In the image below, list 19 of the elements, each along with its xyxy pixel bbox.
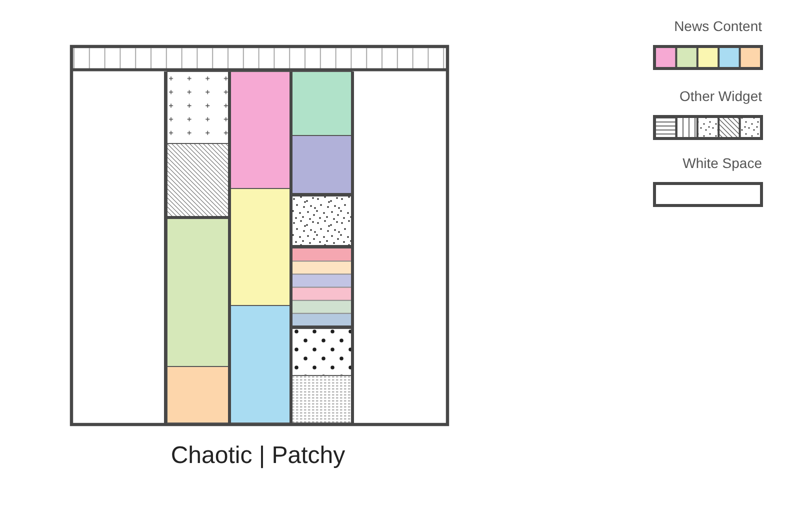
- widget-block: [292, 196, 352, 246]
- content-block: [292, 135, 352, 194]
- content-block: [230, 188, 292, 306]
- content-block: [230, 71, 292, 189]
- content-block: [230, 305, 292, 424]
- widget-block: [166, 71, 230, 144]
- content-block: [166, 366, 230, 424]
- widget-block: [292, 328, 352, 376]
- legend-label: White Space: [682, 155, 762, 172]
- widget-block: [166, 143, 230, 217]
- header-bar: [73, 48, 446, 72]
- page-frame: [70, 44, 450, 426]
- content-block: [166, 218, 230, 367]
- content-block: [292, 71, 352, 136]
- widget-block: [292, 375, 352, 424]
- legend-label: News Content: [674, 18, 762, 35]
- striped-widget: [292, 248, 352, 327]
- legend-label: Other Widget: [680, 88, 762, 105]
- diagram-title: Chaotic | Patchy: [170, 442, 346, 470]
